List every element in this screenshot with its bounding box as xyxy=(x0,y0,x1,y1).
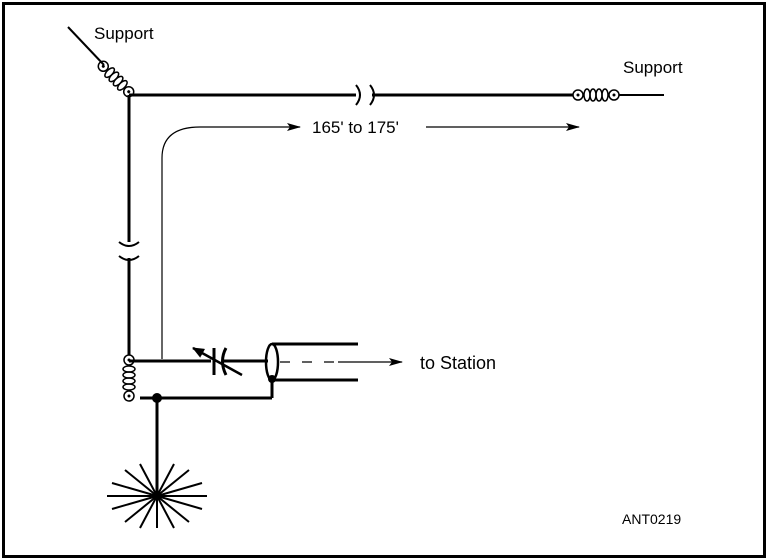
length-dimension-arrow xyxy=(161,123,301,359)
ground-radials xyxy=(107,463,207,529)
support-wire-left xyxy=(67,26,105,66)
to-station-label: to Station xyxy=(420,353,496,373)
insulator-bottom-left xyxy=(122,354,136,402)
figure-id-label: ANT0219 xyxy=(622,511,681,527)
insulator-top-right xyxy=(572,88,620,102)
insulator-top-left xyxy=(97,60,135,98)
variable-capacitor xyxy=(192,346,268,377)
wire-break-horizontal xyxy=(355,84,375,106)
support-label-left: Support xyxy=(94,24,154,43)
support-label-right: Support xyxy=(623,58,683,77)
length-label: 165' to 175' xyxy=(312,118,399,137)
wire-break-vertical xyxy=(118,241,140,261)
